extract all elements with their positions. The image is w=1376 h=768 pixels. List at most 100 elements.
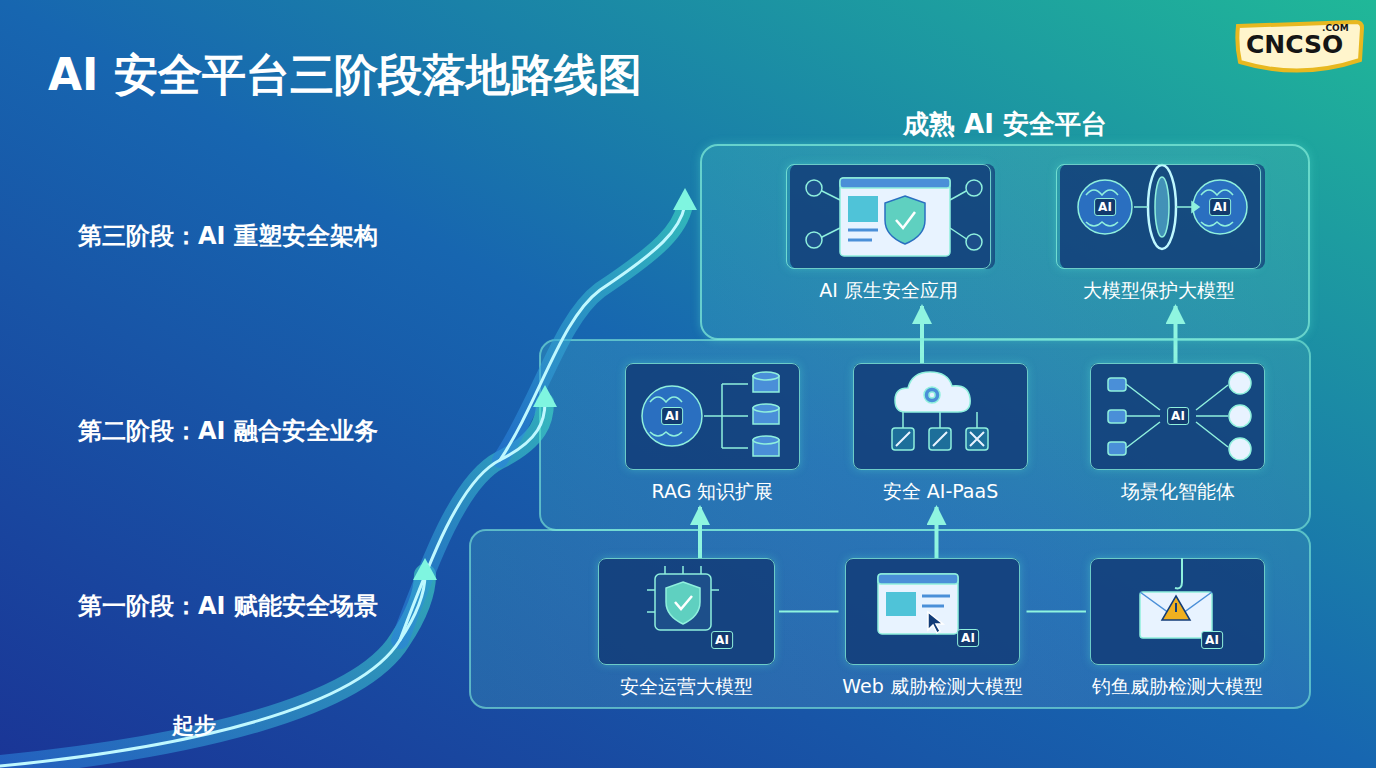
soc-model-icon — [647, 566, 719, 630]
stair-band — [540, 340, 1310, 530]
box-caption: 安全 AI-PaaS — [849, 479, 1032, 503]
web-model-icon — [922, 595, 950, 598]
stage-label: 第三阶段：AI 重塑安全架构 — [78, 220, 378, 252]
native-app-icon — [966, 234, 982, 250]
box-caption: 安全运营大模型 — [594, 674, 779, 698]
phishing-model-icon — [1140, 558, 1212, 638]
capability-box: 场景化智能体 — [1086, 363, 1269, 507]
logo-text: CNCSO — [1246, 30, 1343, 59]
capability-box: 安全 AI-PaaS — [849, 363, 1032, 507]
icon-tile — [625, 363, 800, 470]
web-model-icon — [878, 574, 958, 634]
icon-tile — [598, 164, 1265, 665]
ribbon-arrowhead — [413, 558, 437, 580]
stair-band — [700, 144, 1310, 340]
capability-box: 安全运营大模型 — [594, 558, 779, 702]
phishing-model-icon — [1162, 596, 1190, 620]
native-app-icon — [950, 190, 968, 200]
diagram-title: AI 安全平台三阶段落地路线图 — [48, 46, 642, 105]
flow-arrow — [1174, 306, 1178, 363]
icon-tile-outline — [1090, 558, 1265, 665]
paas-icon — [929, 392, 935, 398]
icon-tile-outline — [786, 164, 991, 269]
agent-icon — [1108, 372, 1251, 460]
web-model-icon — [878, 574, 958, 634]
ai-chip-label: AI — [957, 629, 979, 647]
capability-box: RAG 知识扩展 — [621, 363, 804, 507]
native-app-icon — [848, 196, 878, 222]
agent-icon — [1108, 378, 1126, 391]
native-app-icon — [840, 178, 950, 256]
model-guard-icon — [1155, 177, 1169, 237]
ai-chip-label: AI — [1209, 198, 1231, 216]
icon-tile — [1060, 164, 1265, 269]
logo-badge — [1237, 22, 1362, 71]
icon-tile — [845, 558, 1020, 665]
icon-tile-outline — [1056, 164, 1261, 269]
logo-badge — [1237, 22, 1362, 71]
agent-icon — [1229, 438, 1251, 460]
box-caption: 场景化智能体 — [1086, 479, 1269, 503]
rag-icon — [753, 372, 779, 456]
icon-tile — [853, 363, 1028, 470]
web-model-icon — [922, 605, 944, 608]
model-guard-icon — [1192, 202, 1199, 212]
agent-icon — [1126, 384, 1228, 448]
native-app-icon — [950, 228, 968, 240]
ai-chip-label: AI — [711, 631, 733, 649]
native-app-icon — [806, 232, 822, 248]
native-app-icon — [820, 228, 840, 238]
web-model-icon — [886, 592, 916, 616]
stage-label: 第一阶段：AI 赋能安全场景 — [78, 590, 378, 622]
phishing-model-icon — [1175, 558, 1182, 588]
flow-arrow — [935, 507, 939, 558]
icon-tile — [1090, 558, 1265, 665]
agent-icon — [1229, 372, 1251, 394]
model-guard-icon — [1193, 180, 1247, 234]
growth-ribbon — [0, 575, 425, 768]
growth-ribbon — [400, 402, 545, 640]
icon-tile-outline — [625, 363, 800, 470]
capability-box: AI 原生安全应用 — [782, 164, 995, 306]
ai-chip-label: AI — [1167, 407, 1189, 425]
icon-tile — [1090, 363, 1265, 470]
native-app-icon — [885, 196, 925, 244]
growth-ribbon — [0, 205, 685, 768]
icon-tile — [790, 164, 995, 269]
soc-model-icon — [655, 574, 711, 630]
paas-icon — [903, 412, 977, 428]
rag-icon — [753, 436, 779, 444]
box-caption: RAG 知识扩展 — [621, 479, 804, 503]
box-caption: Web 威胁检测大模型 — [839, 674, 1027, 698]
paas-icon — [896, 432, 984, 446]
soc-model-icon — [666, 582, 700, 624]
ribbon-arrowhead — [673, 188, 697, 210]
icon-tile-outline — [845, 558, 1020, 665]
native-app-icon — [806, 180, 822, 196]
link-line — [779, 611, 839, 613]
paas-icon — [892, 372, 988, 450]
band-heading: 成熟 AI 安全平台 — [696, 104, 1314, 144]
paas-icon — [895, 372, 970, 412]
start-label: 起步 — [172, 711, 216, 741]
soc-model-icon — [675, 596, 692, 609]
phishing-model-icon — [1175, 603, 1177, 612]
box-caption: 钓鱼威胁检测大模型 — [1086, 674, 1269, 698]
stage-label: 第二阶段：AI 融合安全业务 — [78, 415, 378, 447]
link-line — [1027, 611, 1087, 613]
paas-icon — [924, 387, 940, 403]
native-app-icon — [820, 190, 840, 200]
flow-arrow — [698, 507, 702, 558]
icon-tile — [598, 558, 775, 665]
native-app-icon — [848, 229, 878, 232]
model-guard-icon — [1078, 180, 1132, 234]
model-guard-icon — [1078, 165, 1247, 249]
ai-chip-label: AI — [1201, 631, 1223, 649]
band-outline — [700, 144, 1310, 340]
box-caption: AI 原生安全应用 — [782, 278, 995, 302]
ai-chip-label: AI — [661, 407, 683, 425]
agent-icon — [1108, 442, 1126, 455]
box-caption: 大模型保护大模型 — [1052, 278, 1265, 302]
